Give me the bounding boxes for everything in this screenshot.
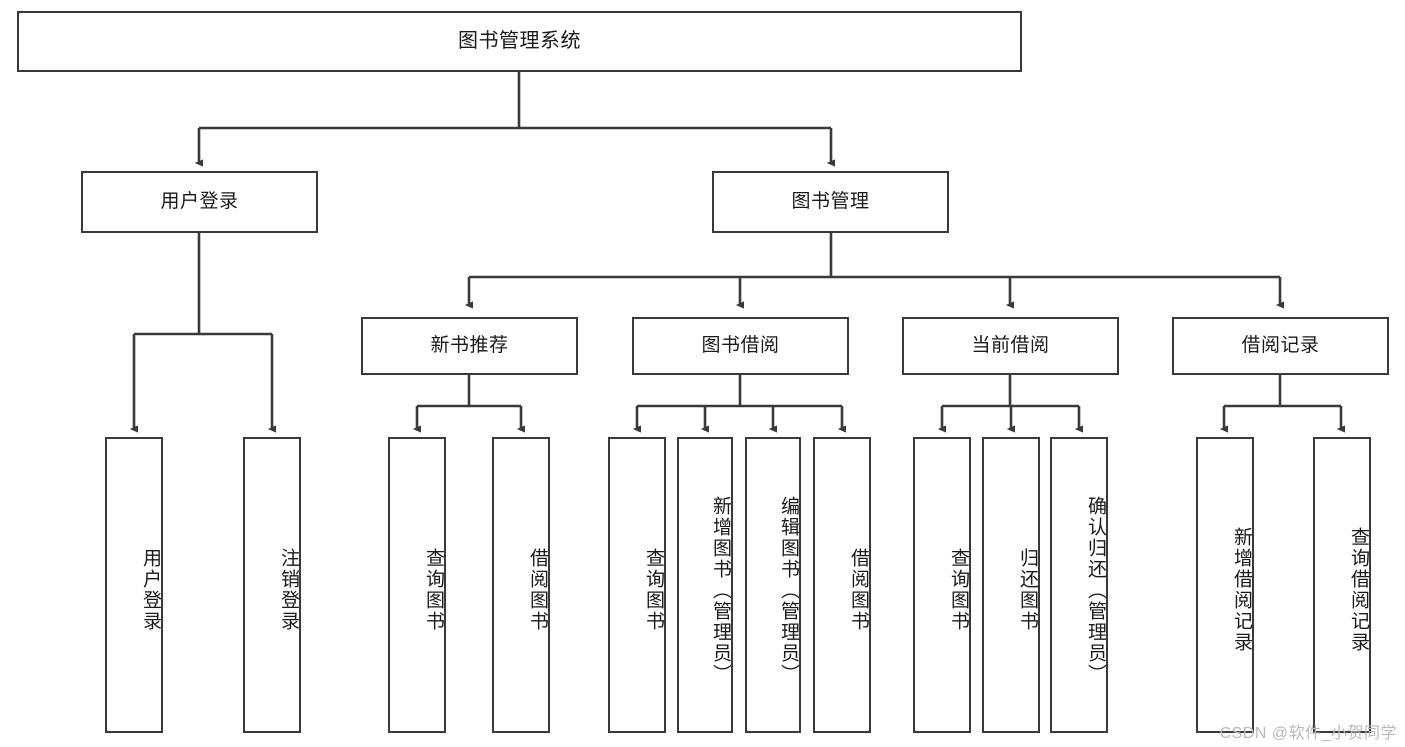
leaf-borrow-book-2[interactable]: 借阅图书 <box>813 437 871 733</box>
leaf-return-book[interactable]: 归还图书 <box>982 437 1040 733</box>
leaf-user-login[interactable]: 用户登录 <box>105 437 163 733</box>
leaf-add-record-label: 新增借阅记录 <box>1231 527 1252 653</box>
leaf-borrow-book-1[interactable]: 借阅图书 <box>492 437 550 733</box>
leaf-confirm-return[interactable]: 确认归还（管理员） <box>1050 437 1108 733</box>
node-new-book-rec[interactable]: 新书推荐 <box>361 317 578 375</box>
node-root-system-label: 图书管理系统 <box>458 30 581 53</box>
leaf-borrow-book-2-label: 借阅图书 <box>848 548 869 632</box>
node-current-borrow-label: 当前借阅 <box>971 335 1050 357</box>
leaf-borrow-book-1-label: 借阅图书 <box>527 548 548 632</box>
leaf-confirm-return-label: 确认归还（管理员） <box>1085 495 1106 685</box>
node-user-login-label: 用户登录 <box>160 191 239 213</box>
node-book-borrow-label: 图书借阅 <box>701 335 780 357</box>
node-user-login[interactable]: 用户登录 <box>81 171 318 233</box>
leaf-query-book-3[interactable]: 查询图书 <box>913 437 971 733</box>
leaf-query-book-1-label: 查询图书 <box>423 548 444 632</box>
node-book-manage[interactable]: 图书管理 <box>712 171 949 233</box>
leaf-query-book-2-label: 查询图书 <box>643 548 664 632</box>
leaf-add-book[interactable]: 新增图书（管理员） <box>677 437 733 733</box>
node-borrow-record-label: 借阅记录 <box>1241 335 1320 357</box>
leaf-return-book-label: 归还图书 <box>1017 548 1038 632</box>
leaf-query-book-2[interactable]: 查询图书 <box>608 437 666 733</box>
leaf-logout-label: 注销登录 <box>278 548 299 632</box>
node-root-system[interactable]: 图书管理系统 <box>17 11 1022 72</box>
leaf-query-record-label: 查询借阅记录 <box>1348 527 1369 653</box>
leaf-query-book-1[interactable]: 查询图书 <box>388 437 446 733</box>
leaf-query-record[interactable]: 查询借阅记录 <box>1313 437 1371 733</box>
csdn-watermark: CSDN @软件_小贺同学 <box>1219 725 1397 742</box>
node-new-book-rec-label: 新书推荐 <box>430 335 509 357</box>
leaf-edit-book-label: 编辑图书（管理员） <box>778 495 799 685</box>
leaf-user-login-label: 用户登录 <box>140 548 161 632</box>
leaf-query-book-3-label: 查询图书 <box>948 548 969 632</box>
node-book-manage-label: 图书管理 <box>791 191 870 213</box>
node-borrow-record[interactable]: 借阅记录 <box>1172 317 1389 375</box>
leaf-edit-book[interactable]: 编辑图书（管理员） <box>745 437 801 733</box>
node-current-borrow[interactable]: 当前借阅 <box>902 317 1119 375</box>
leaf-logout[interactable]: 注销登录 <box>243 437 301 733</box>
leaf-add-book-label: 新增图书（管理员） <box>710 495 731 685</box>
leaf-add-record[interactable]: 新增借阅记录 <box>1196 437 1254 733</box>
node-book-borrow[interactable]: 图书借阅 <box>632 317 849 375</box>
